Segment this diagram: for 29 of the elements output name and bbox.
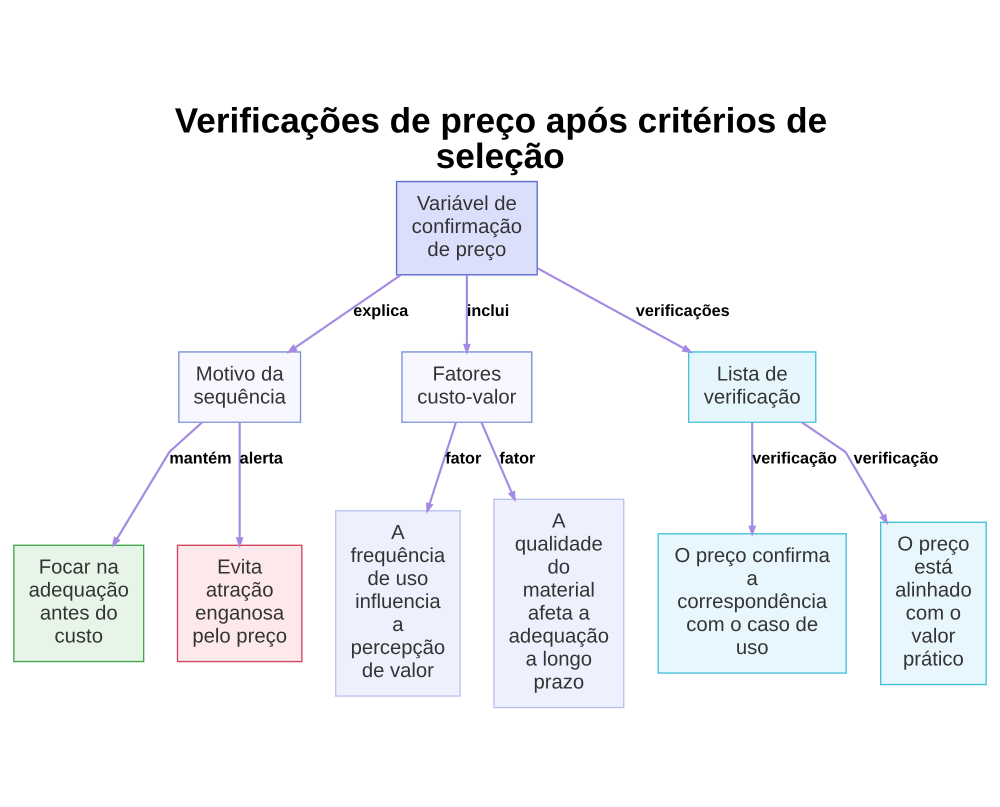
node-box: O preço está alinhado com o valor prático: [880, 521, 987, 685]
node-box: Fatores custo-valor: [401, 350, 532, 422]
arrow: [536, 266, 694, 353]
edge-label: alerta: [240, 449, 283, 468]
edge-label: mantém: [169, 449, 232, 468]
node-box: Evita atração enganosa pelo preço: [176, 544, 303, 662]
arrow: [236, 422, 244, 548]
diagram-title: Verificações de preço após critérios de seleção: [174, 101, 828, 176]
node-box: Variável de confirmação de preço: [396, 180, 538, 276]
arrow: [802, 421, 888, 525]
arrow: [480, 421, 516, 502]
arrow: [748, 422, 756, 536]
arrow: [462, 274, 471, 355]
edge-label: fator: [499, 449, 536, 468]
node-box: Motivo da sequência: [178, 350, 302, 422]
node-box: Focar na adequação antes do custo: [13, 544, 144, 662]
edge-label: verificações: [636, 302, 730, 320]
arrow: [286, 274, 402, 354]
node-box: Lista de verificação: [688, 350, 816, 422]
edge-label: explica: [353, 302, 408, 320]
arrow: [112, 421, 203, 548]
node-box: O preço confirma a correspondência com o caso de uso: [658, 532, 847, 674]
node-box: A frequência de uso influencia a percepção de valor: [335, 510, 461, 696]
arrow: [426, 421, 457, 514]
node-box: A qualidade do material afeta a adequação a longo prazo: [493, 498, 624, 708]
edge-label: verificação: [752, 449, 837, 468]
edge-label: fator: [445, 449, 482, 468]
edge-label: inclui: [466, 302, 510, 320]
edge-label: verificação: [854, 449, 938, 468]
